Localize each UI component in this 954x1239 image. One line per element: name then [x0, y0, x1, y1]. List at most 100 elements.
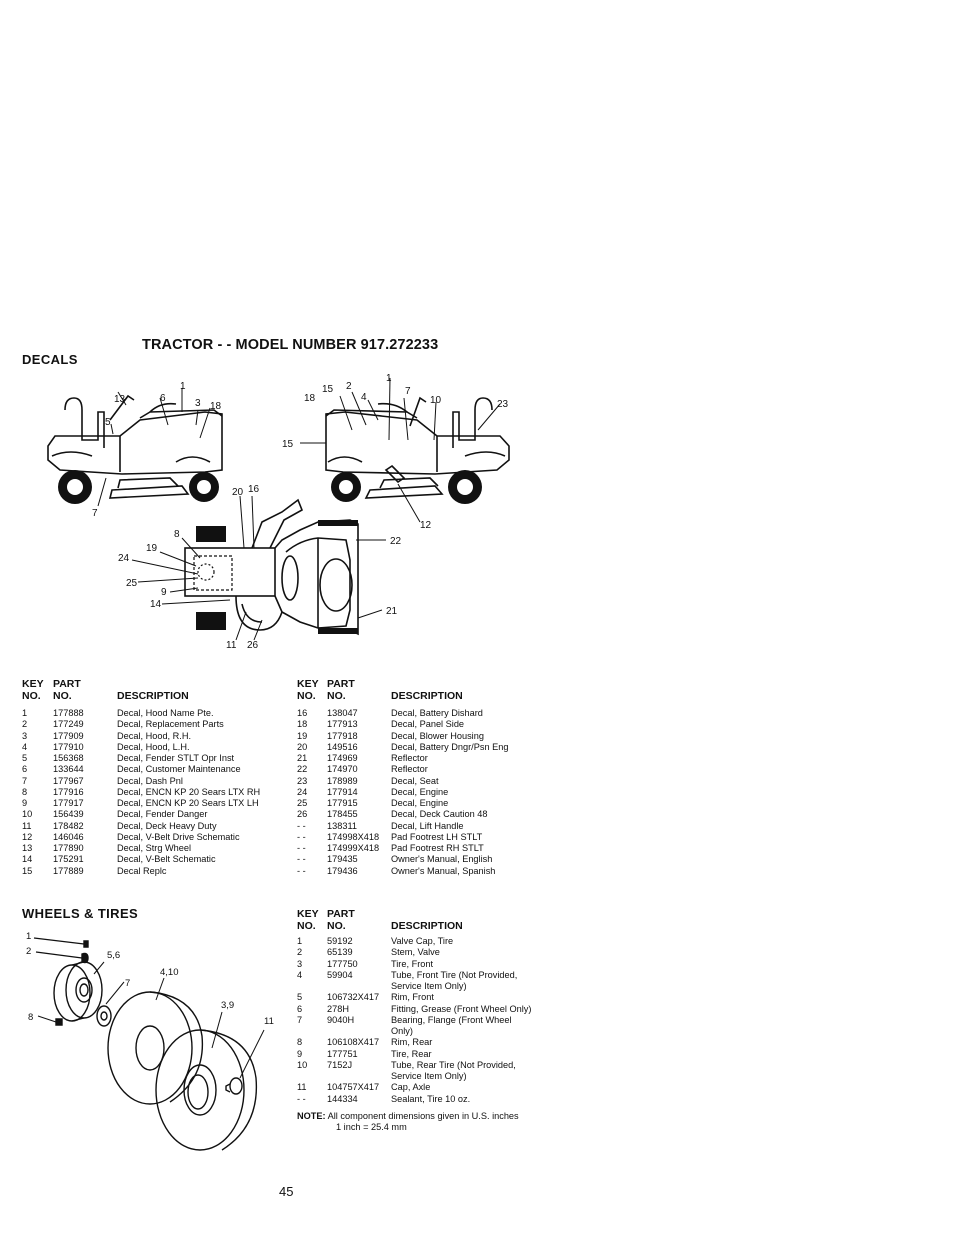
- note-label: NOTE:: [297, 1111, 326, 1121]
- table-row: Service Item Only): [391, 981, 467, 991]
- decals-section-title: DECALS: [22, 352, 78, 367]
- callout-label: 7: [405, 386, 411, 397]
- callout-label: 11: [226, 640, 237, 651]
- wheels-key-header: KEY NO.: [297, 908, 319, 932]
- wheels-section-title: WHEELS & TIRES: [22, 906, 139, 921]
- callout-label: 4,10: [160, 967, 179, 978]
- decals-diagram: 13 6 1 3 18 5 7 15 2 1 7 18 4 10 23 15 1…: [47, 373, 510, 651]
- callout-label: 1: [180, 381, 186, 392]
- callout-label: 8: [174, 529, 180, 540]
- callout-label: 2: [346, 381, 352, 392]
- wheels-description-header: DESCRIPTION: [391, 920, 463, 932]
- callout-label: 18: [304, 393, 316, 404]
- page-number: 45: [279, 1184, 294, 1199]
- tractor-left-side-view: [47, 394, 223, 499]
- callout-label: 20: [232, 487, 244, 498]
- callout-label: 22: [390, 536, 402, 547]
- callout-label: 1: [386, 373, 392, 384]
- callout-label: 11: [264, 1016, 274, 1027]
- callout-label: 16: [248, 484, 260, 495]
- callout-label: 24: [118, 553, 130, 564]
- callout-label: 7: [92, 508, 98, 519]
- callout-label: 12: [420, 520, 432, 531]
- page-title: TRACTOR - - MODEL NUMBER 917.272233: [142, 337, 439, 353]
- decals-description-header: DESCRIPTION: [117, 690, 189, 702]
- callout-label: 5,6: [107, 950, 120, 961]
- callout-label: 5: [105, 417, 111, 428]
- callout-label: 7: [125, 978, 130, 989]
- callout-label: 3: [195, 398, 201, 409]
- table-row: Service Item Only): [391, 1071, 467, 1081]
- callout-label: 23: [497, 399, 509, 410]
- callout-label: 2: [26, 946, 31, 957]
- wheels-callout-labels: 1 2 5,6 4,10 7 3,9 11 8: [26, 931, 274, 1027]
- callout-label: 8: [28, 1012, 33, 1023]
- wheels-part-header: PART NO.: [327, 908, 355, 932]
- decals-part-header-right: PART NO.: [327, 678, 355, 702]
- front-rim: [53, 961, 103, 1022]
- note-conversion: 1 inch = 25.4 mm: [336, 1122, 407, 1132]
- callout-label: 3,9: [221, 1000, 234, 1011]
- decals-callout-labels: 13 6 1 3 18 5 7 15 2 1 7 18 4 10 23 15 1…: [92, 373, 509, 651]
- callout-label: 4: [361, 392, 367, 403]
- tractor-right-side-view: [325, 396, 510, 499]
- note-text: All component dimensions given in U.S. i…: [327, 1111, 519, 1121]
- callout-label: 13: [114, 394, 126, 405]
- callout-label: 6: [160, 393, 166, 404]
- decals-description-header-right: DESCRIPTION: [391, 690, 463, 702]
- rear-tire: [155, 1011, 258, 1151]
- callout-label: 21: [386, 606, 398, 617]
- callout-label: 1: [26, 931, 31, 942]
- callout-label: 19: [146, 543, 158, 554]
- decals-key-header-right: KEY NO.: [297, 678, 319, 702]
- dimensions-note: NOTE: All component dimensions given in …: [297, 1111, 519, 1122]
- front-tire: [107, 977, 204, 1105]
- callout-label: 15: [322, 384, 334, 395]
- callout-label: 9: [161, 587, 167, 598]
- decals-part-header: PART NO.: [53, 678, 81, 702]
- callout-label: 14: [150, 599, 162, 610]
- wheels-exploded-diagram: 1 2 5,6 4,10 7 3,9 11 8: [26, 931, 274, 1151]
- callout-label: 18: [210, 401, 222, 412]
